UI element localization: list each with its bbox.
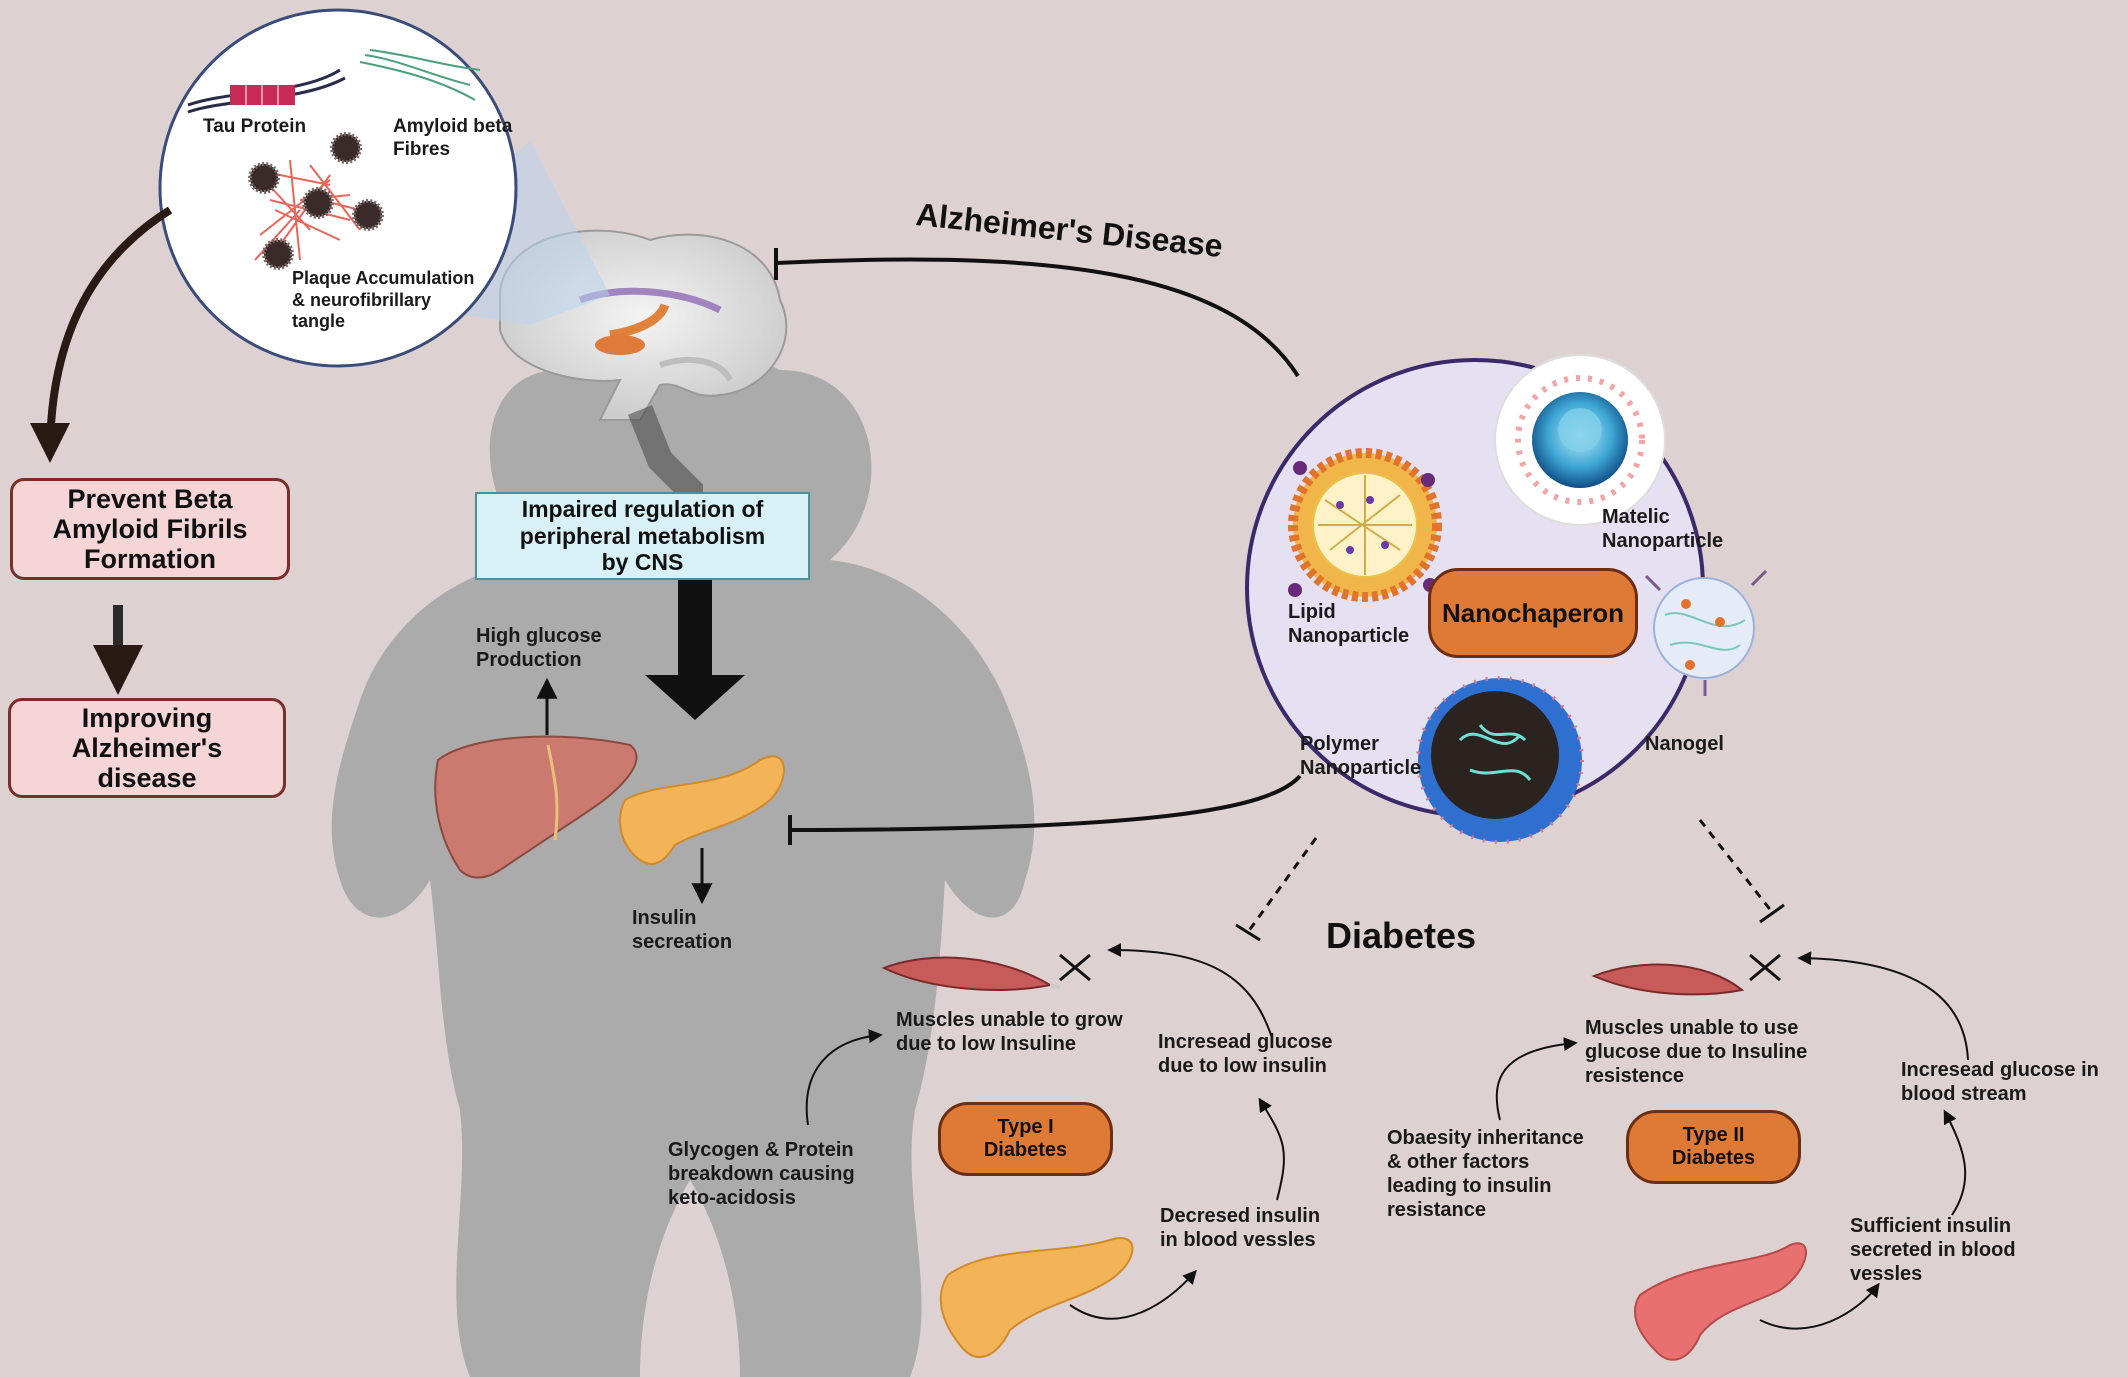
tau-protein-icon [187,68,346,114]
lipid-nanoparticle-label: Lipid Nanoparticle [1288,601,1410,647]
plaque-label: Plaque Accumulation & neurofibrillary ta… [292,268,475,332]
type1-blocked-x-icon [1059,953,1091,982]
pancreas-inhibition-line [789,774,1302,832]
insulin-secretion-label: Insulin secreation [632,907,733,953]
type1-pancreas-icon [939,1237,1134,1358]
type2-increased-glucose-label: Incresead glucose in blood stream [1901,1059,2099,1105]
alzheimer-inhibition-line [775,257,1300,378]
type2-obesity-label: Obaesity inheritance & other factors lea… [1387,1127,1584,1221]
type1-increased-glucose-label: Incresead glucose due to low insulin [1158,1031,1333,1077]
type2-pancreas-to-insulin-arrow [1759,1282,1880,1330]
diabetes-title: Diabetes [1326,915,1477,956]
amyloid-fibres-label: Amyloid beta Fibres [393,116,513,160]
nanogel-label: Nanogel [1645,733,1724,755]
prevent-beta-amyloid-box: Prevent Beta Amyloid Fibrils Formation [10,478,290,580]
type1-pancreas-to-insulin-arrow [1069,1269,1197,1320]
type2-insulin-to-glucose-arrow [1943,1109,1967,1216]
brain-inset-circle [158,8,518,368]
inset-to-prevent-arrow [30,206,173,463]
lipid-nanoparticle-icon [1288,448,1442,602]
improving-alzheimers-box: Improving Alzheimer's disease [8,698,286,798]
human-body-silhouette [331,347,1035,1377]
impaired-regulation-box: Impaired regulation of peripheral metabo… [475,492,810,580]
type2-muscles-label: Muscles unable to use glucose due to Ins… [1585,1017,1808,1087]
cns-down-arrow-head [645,675,745,720]
type1-muscles-label: Muscles unable to grow due to low Insuli… [896,1009,1123,1055]
type1-glycogen-label: Glycogen & Protein breakdown causing ket… [668,1139,855,1209]
nanochaperon-badge: Nanochaperon [1428,568,1638,658]
tau-protein-label: Tau Protein [203,116,307,137]
type2-obesity-to-muscle-arrow [1495,1037,1578,1121]
metallic-nanoparticle-label: Matelic Nanoparticle [1602,506,1724,552]
type1-insulin-to-glucose-arrow [1258,1097,1285,1201]
nanogel-icon [1644,569,1768,696]
type2-dashed-inhibition [1698,819,1774,913]
type1-decreased-insulin-label: Decresed insulin in blood vessles [1160,1205,1321,1251]
high-glucose-label: High glucose Production [476,625,602,671]
polymer-nanoparticle-icon [1416,676,1584,844]
type2-diabetes-badge: Type II Diabetes [1626,1110,1801,1184]
plaque-tangles-icon [248,132,384,270]
amyloid-fibres-icon [359,49,481,101]
liver-icon [434,735,638,879]
type1-diabetes-badge: Type I Diabetes [938,1102,1113,1176]
type1-glycogen-to-muscle-arrow [805,1029,883,1126]
type1-dashed-inhibition [1246,837,1318,933]
type2-muscle-icon [1591,963,1745,996]
polymer-nanoparticle-label: Polymer Nanoparticle [1300,733,1422,779]
pancreas-icon [619,755,785,865]
type2-pancreas-icon [1634,1242,1807,1361]
metallic-nanoparticle-icon [1494,354,1666,526]
type2-blocked-x-icon [1749,953,1781,982]
type2-glucose-to-muscle-arrow [1797,951,1969,1061]
type1-glucose-to-muscle-arrow [1107,943,1273,1039]
type2-sufficient-insulin-label: Sufficient insulin secreted in blood ves… [1850,1215,2016,1285]
